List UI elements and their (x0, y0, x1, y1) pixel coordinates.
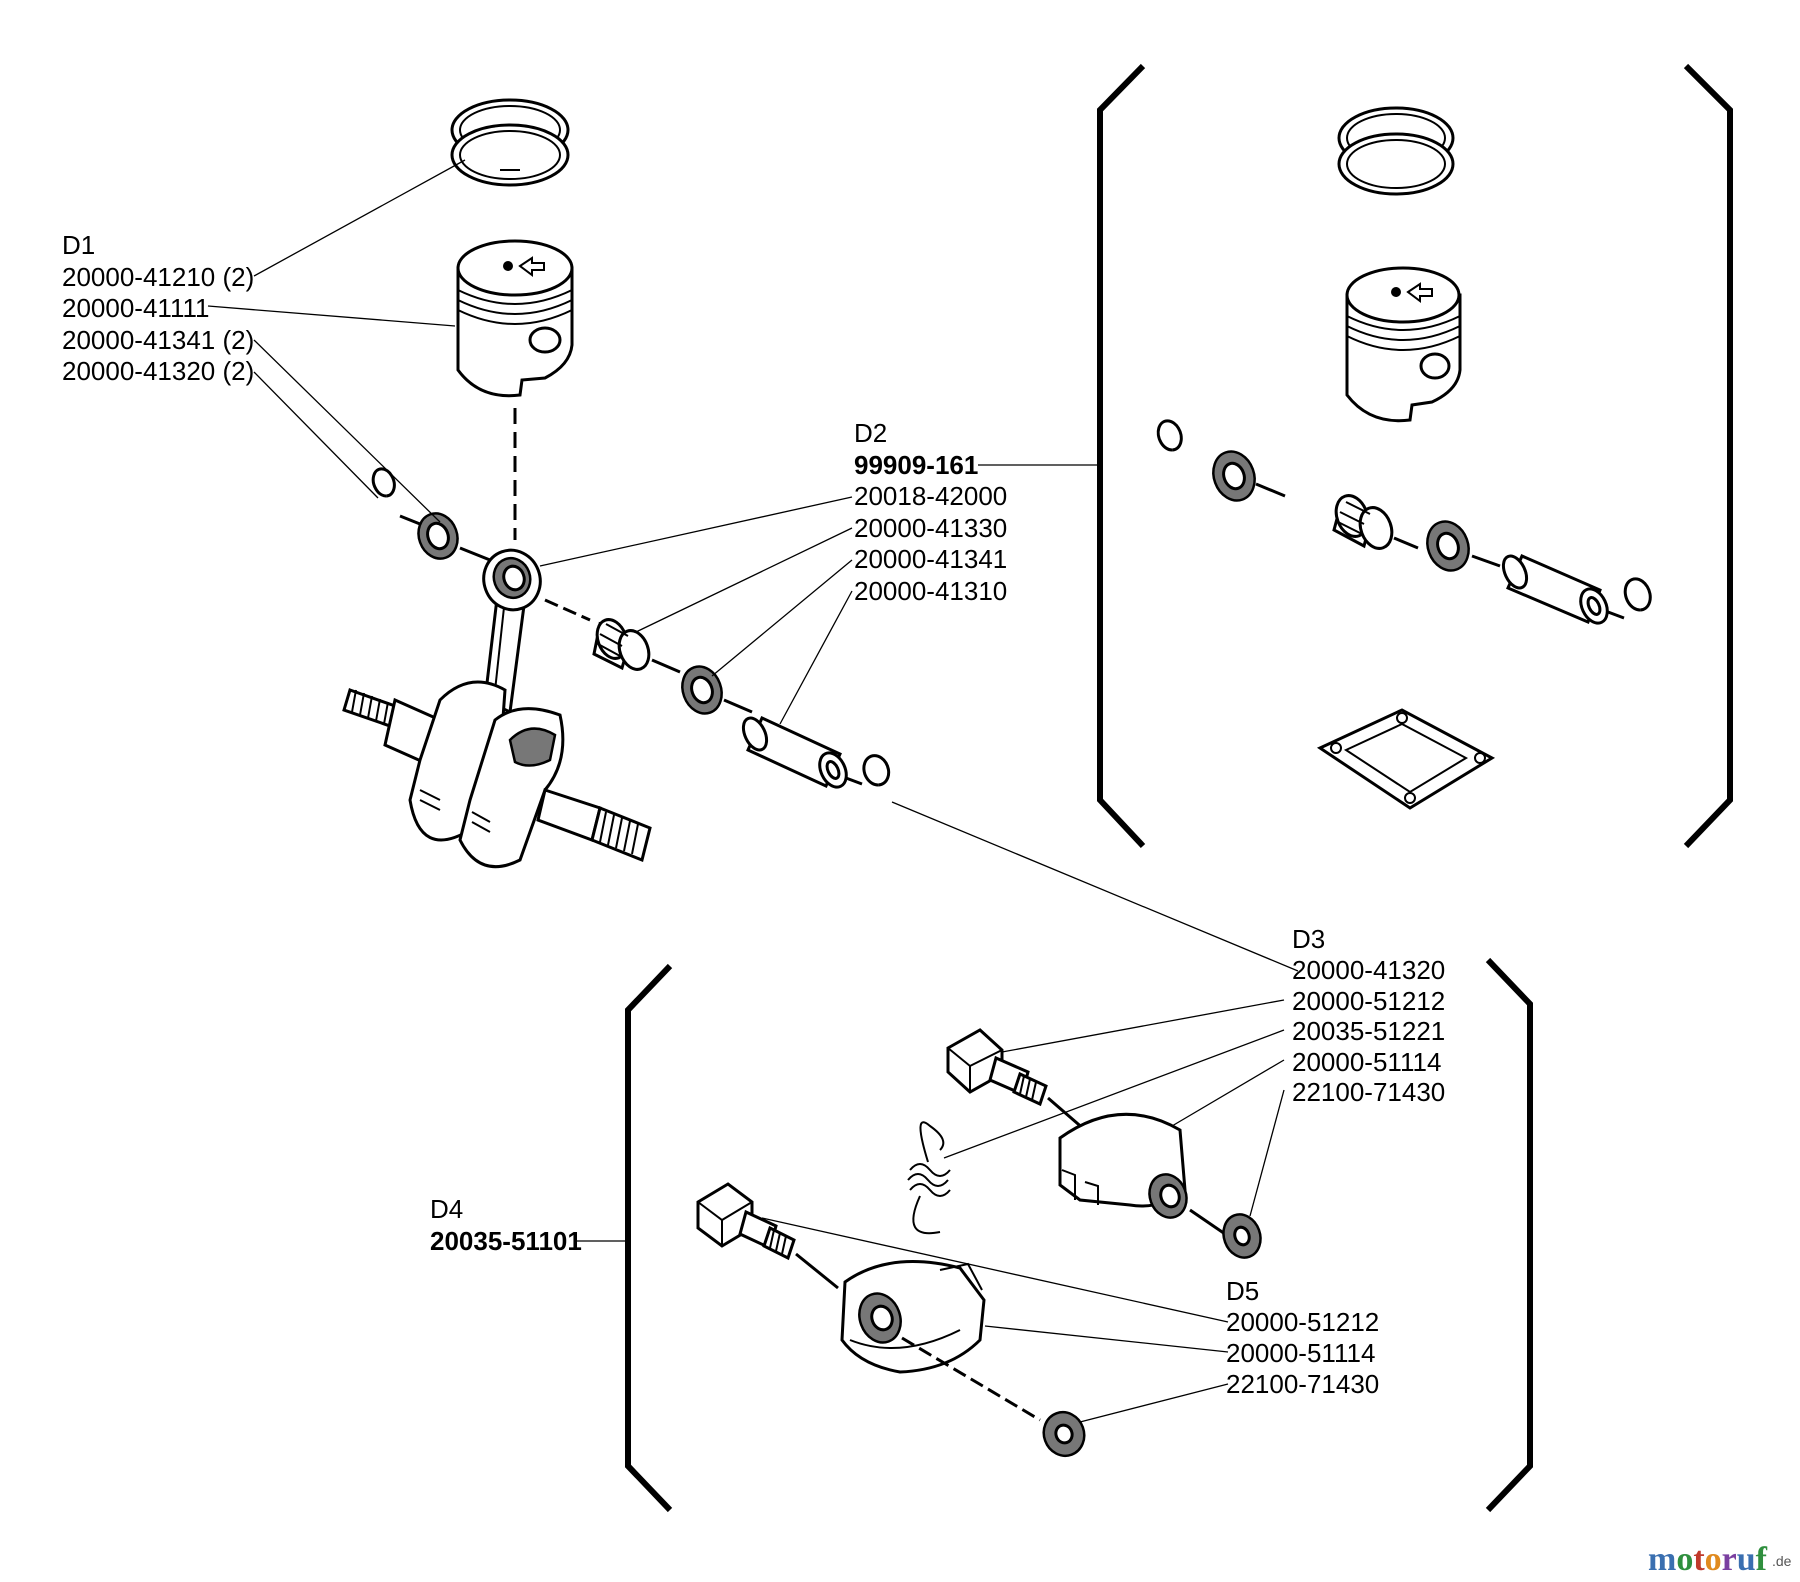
kit-piston-rings (1337, 106, 1455, 196)
d3-part-2: 20000-51212 (1292, 986, 1445, 1016)
d3-part-1: 20000-41320 (1292, 955, 1445, 985)
piston-pin (741, 715, 848, 789)
d3-code: D3 (1292, 924, 1325, 954)
labels-d1: D1 20000-41210 (2) 20000-41111 20000-413… (62, 230, 254, 386)
d3-part-3: 20035-51221 (1292, 1016, 1445, 1046)
watermark-letter: o (1705, 1541, 1722, 1578)
d2-kit-number: 99909-161 (854, 450, 978, 480)
watermark-logo: motoruf .de (1648, 1541, 1792, 1578)
d1-part-2: 20000-41111 (62, 293, 209, 323)
d3-part-4: 20000-51114 (1292, 1047, 1441, 1077)
d1-code: D1 (62, 230, 95, 260)
kit-washer-left (1212, 450, 1256, 502)
d1-part-3: 20000-41341 (2) (62, 325, 254, 355)
labels-d3: D3 20000-41320 20000-51212 20035-51221 2… (1292, 924, 1445, 1107)
d5-part-2: 20000-51114 (1226, 1338, 1375, 1368)
watermark-letter: f (1756, 1541, 1768, 1578)
kit-clip-right (1623, 577, 1652, 612)
clutch-washer-upper (1222, 1213, 1262, 1259)
thrust-washer-left (417, 512, 459, 560)
clutch-shoe-upper (1058, 1112, 1188, 1219)
d1-part-1: 20000-41210 (2) (62, 262, 254, 292)
clutch-bolt-lower (696, 1182, 796, 1261)
d1-part-4: 20000-41320 (2) (62, 356, 254, 386)
labels-d2: D2 99909-161 20018-42000 20000-41330 200… (854, 418, 1007, 606)
kit-clip-left (1156, 419, 1183, 452)
watermark-letter: t (1693, 1541, 1705, 1578)
watermark-letter: r (1722, 1541, 1737, 1578)
watermark-letter: o (1676, 1541, 1693, 1578)
bracket-d2-kit (1097, 63, 1733, 849)
clutch-shoe-lower (840, 1260, 986, 1374)
piston-pin-clip-right (862, 754, 891, 787)
labels-d5: D5 20000-51212 20000-51114 22100-71430 (1226, 1276, 1379, 1399)
kit-needle-bearing (1332, 494, 1394, 550)
crankshaft (342, 680, 652, 869)
labels-d4: D4 20035-51101 (430, 1194, 582, 1256)
leader-lines (207, 159, 1299, 1423)
d4-kit-number: 20035-51101 (430, 1226, 582, 1256)
d2-part-4: 20000-41310 (854, 576, 1007, 606)
watermark-brand: motoruf (1648, 1541, 1768, 1578)
clutch-washer-lower (1042, 1410, 1086, 1458)
thrust-washer-right (681, 665, 723, 715)
needle-bearing (592, 618, 651, 671)
d2-part-2: 20000-41330 (854, 513, 1007, 543)
bracket-d4-kit (625, 957, 1533, 1513)
d5-code: D5 (1226, 1276, 1259, 1306)
d2-part-3: 20000-41341 (854, 544, 1007, 574)
connecting-rod (482, 548, 542, 715)
piston-rings (450, 98, 570, 187)
kit-gasket (1316, 708, 1496, 810)
d2-part-1: 20018-42000 (854, 481, 1007, 511)
clutch-spring (907, 1121, 951, 1235)
d4-code: D4 (430, 1194, 463, 1224)
watermark-suffix: .de (1772, 1553, 1792, 1569)
watermark-letter: u (1737, 1541, 1756, 1578)
d5-part-3: 22100-71430 (1226, 1369, 1379, 1399)
clutch-bolt-upper (946, 1028, 1048, 1107)
kit-piston-pin (1501, 554, 1609, 625)
piston-pin-clip-left (371, 467, 396, 498)
watermark-letter: m (1648, 1541, 1676, 1578)
kit-piston (1345, 266, 1462, 423)
d2-code: D2 (854, 418, 887, 448)
d3-part-5: 22100-71430 (1292, 1077, 1445, 1107)
d5-part-1: 20000-51212 (1226, 1307, 1379, 1337)
piston (456, 239, 574, 398)
kit-washer-right (1426, 520, 1470, 572)
